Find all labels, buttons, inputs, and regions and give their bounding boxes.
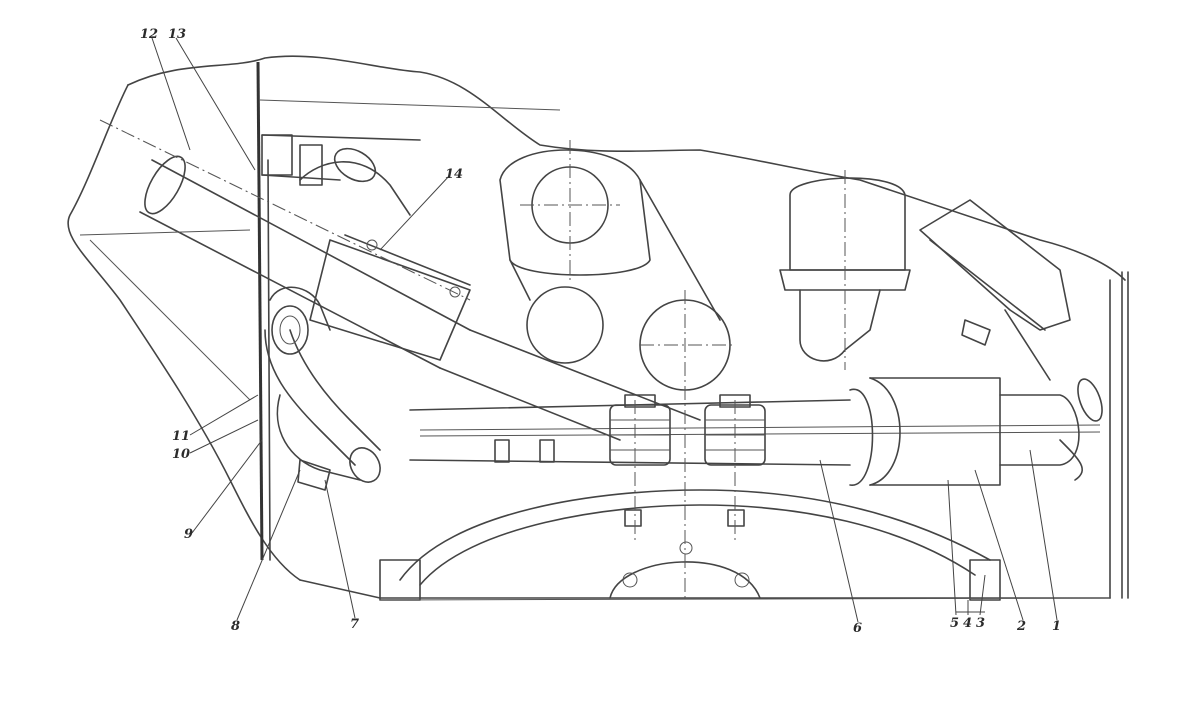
callout-9: 9 — [184, 527, 193, 542]
callout-6: 6 — [853, 621, 862, 636]
top-brackets — [261, 134, 421, 186]
elbow-pipes — [264, 286, 381, 491]
callout-5: 5 — [950, 616, 959, 631]
callout-12: 12 — [140, 27, 158, 42]
construction-lines — [79, 99, 1111, 601]
callout-4: 4 — [963, 616, 972, 631]
callout-8: 8 — [231, 619, 240, 634]
callout-1: 1 — [1052, 619, 1061, 634]
callout-13: 13 — [168, 27, 186, 42]
upper-tanks — [499, 149, 731, 391]
callout-10: 10 — [172, 447, 190, 462]
center-lines — [99, 119, 846, 600]
callout-11: 11 — [172, 429, 190, 444]
callout-3: 3 — [976, 616, 985, 631]
hull-outline — [67, 55, 1129, 599]
bulkhead-wall — [256, 61, 271, 561]
air-cleaner-14 — [299, 147, 471, 361]
engine-block-right — [919, 199, 1071, 381]
exhaust-pipe — [139, 155, 701, 441]
leader-lines — [151, 37, 1058, 623]
lower-frame — [379, 489, 1001, 601]
callout-2: 2 — [1016, 619, 1026, 634]
callout-7: 7 — [350, 617, 359, 632]
callout-labels: 12 13 14 11 10 9 8 7 6 5 4 3 2 1 — [140, 27, 1061, 636]
callout-14: 14 — [445, 167, 463, 182]
shaft-assembly — [409, 377, 1103, 486]
